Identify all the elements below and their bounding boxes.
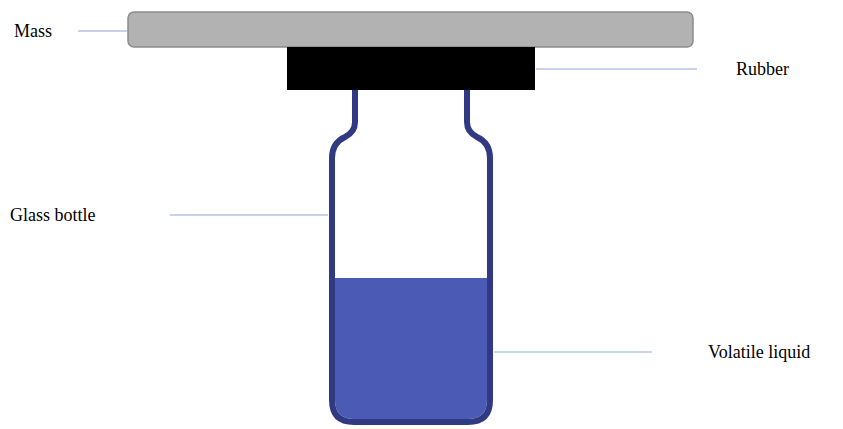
part-label: Rubber xyxy=(736,58,789,80)
part-label: Glass bottle xyxy=(10,204,96,226)
leader-line xyxy=(494,351,652,352)
mass-plate xyxy=(128,12,693,47)
leader-line xyxy=(78,30,127,31)
glass-bottle xyxy=(332,90,490,422)
rubber-stopper xyxy=(287,47,535,90)
volatile-liquid xyxy=(335,278,487,419)
leader-line xyxy=(536,68,697,69)
part-label: Mass xyxy=(14,20,52,42)
leader-line xyxy=(170,214,328,215)
part-label: Volatile liquid xyxy=(708,341,810,363)
